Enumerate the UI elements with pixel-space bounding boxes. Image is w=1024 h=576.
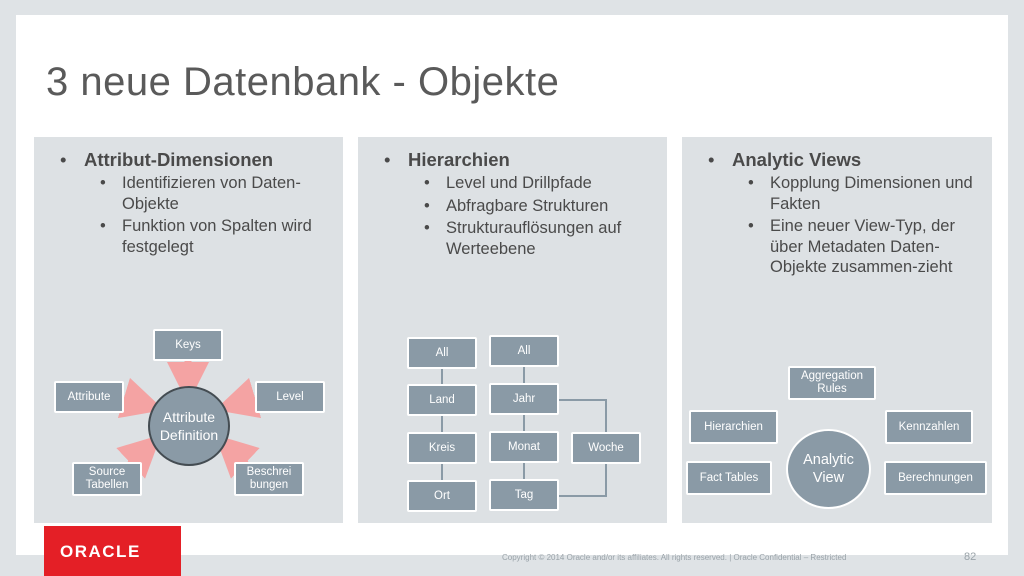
copyright-footer: Copyright © 2014 Oracle and/or its affil…	[502, 553, 847, 562]
aggregation-rules-box: Aggregation Rules	[788, 366, 876, 400]
hier-land: Land	[407, 384, 477, 416]
arrow-beschrei	[214, 434, 260, 479]
hier-woche: Woche	[571, 432, 641, 464]
bullet-list: Analytic Views Kopplung Dimensionen und …	[682, 149, 984, 278]
oracle-wordmark-icon: ORACLE	[60, 542, 141, 560]
bullet-item: Eine neuer View-Typ, der über Metadaten …	[682, 216, 984, 278]
bullet-heading: Hierarchien	[358, 149, 659, 171]
bullet-heading: Attribut-Dimensionen	[34, 149, 335, 171]
panel-analytic-views: Analytic Views Kopplung Dimensionen und …	[682, 137, 992, 523]
attribute-box: Attribute	[54, 381, 124, 413]
fact-tables-box: Fact Tables	[686, 461, 772, 495]
hier-tag: Tag	[489, 479, 559, 511]
hier-monat: Monat	[489, 431, 559, 463]
bullet-item: Abfragbare Strukturen	[358, 196, 659, 217]
hier-kreis: Kreis	[407, 432, 477, 464]
level-box: Level	[255, 381, 325, 413]
attribute-definition-circle: Attribute Definition	[148, 386, 230, 466]
attribute-arrows	[116, 361, 262, 479]
hier-right-all: All	[489, 335, 559, 367]
bullet-list: Attribut-Dimensionen Identifizieren von …	[34, 149, 335, 257]
oracle-logo: ORACLE	[44, 526, 181, 576]
beschreibungen-box: Beschrei bungen	[234, 462, 304, 496]
keys-box: Keys	[153, 329, 223, 361]
hier-left-all: All	[407, 337, 477, 369]
kennzahlen-box: Kennzahlen	[885, 410, 973, 444]
hier-jahr: Jahr	[489, 383, 559, 415]
hierarchy-lines	[441, 367, 607, 497]
bullet-item: Identifizieren von Daten-Objekte	[34, 173, 335, 214]
arrow-source	[116, 434, 162, 479]
bullet-item: Strukturauflösungen auf Werteebene	[358, 218, 659, 259]
arrow-level	[214, 377, 262, 419]
analytic-view-circle: Analytic View	[786, 429, 871, 509]
berechnungen-box: Berechnungen	[884, 461, 987, 495]
slide-title: 3 neue Datenbank - Objekte	[46, 60, 560, 104]
source-tabellen-box: Source Tabellen	[72, 462, 142, 496]
bullet-list: Hierarchien Level und Drillpfade Abfragb…	[358, 149, 659, 259]
panel-attribut-dimensionen: Attribut-Dimensionen Identifizieren von …	[34, 137, 343, 523]
bullet-heading: Analytic Views	[682, 149, 984, 171]
page-number: 82	[964, 551, 977, 563]
bullet-item: Funktion von Spalten wird festgelegt	[34, 216, 335, 257]
arrow-attribute	[117, 377, 165, 419]
bullet-item: Level und Drillpfade	[358, 173, 659, 194]
panel-hierarchien: Hierarchien Level und Drillpfade Abfragb…	[358, 137, 667, 523]
hierarchien-box: Hierarchien	[689, 410, 778, 444]
bullet-item: Kopplung Dimensionen und Fakten	[682, 173, 984, 214]
svg-text:ORACLE: ORACLE	[60, 542, 141, 560]
hier-ort: Ort	[407, 480, 477, 512]
